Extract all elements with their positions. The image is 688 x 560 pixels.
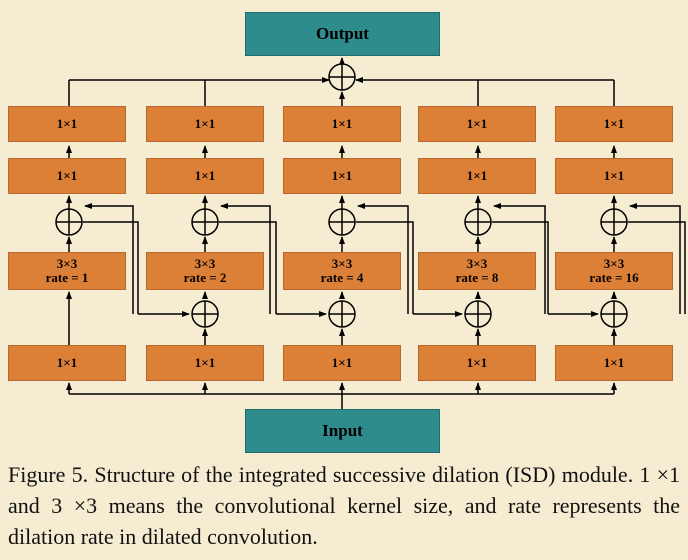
cascade-sum-icon [191,300,219,328]
block-label: 1×1 [331,168,353,183]
residual-connector [357,203,409,314]
residual-connector [492,221,549,314]
input-block: Input [245,409,440,453]
residual-connector [219,221,277,314]
output-label: Output [316,24,369,43]
kernel-size-label: 3×3 [194,256,216,271]
residual-sum-icon [55,208,83,236]
residual-connector [220,203,271,314]
cascade-sum-icon [600,300,628,328]
input-conv1x1-block: 1×1 [418,345,536,381]
residual-sum-icon [328,208,356,236]
mid-conv1x1-block: 1×1 [146,158,264,194]
block-label: 1×1 [466,116,488,131]
dilation-rate-label: rate = 1 [45,270,89,285]
block-label: 1×1 [603,116,625,131]
cascade-sum-icon [328,300,356,328]
block-label: 1×1 [56,168,78,183]
residual-connector [629,203,681,314]
input-conv1x1-block: 1×1 [555,345,673,381]
residual-connector [84,203,134,314]
input-conv1x1-block: 1×1 [283,345,401,381]
kernel-size-label: 3×3 [331,256,353,271]
mid-conv1x1-block: 1×1 [418,158,536,194]
block-label: 1×1 [603,355,625,370]
block-label: 1×1 [331,116,353,131]
top-conv1x1-block: 1×1 [8,106,126,142]
top-conv1x1-block: 1×1 [418,106,536,142]
input-conv1x1-block: 1×1 [146,345,264,381]
kernel-size-label: 3×3 [56,256,78,271]
block-label: 1×1 [56,116,78,131]
block-label: 1×1 [194,168,216,183]
output-sum-icon [328,63,356,91]
figure-caption: Figure 5. Structure of the integrated su… [8,462,680,549]
residual-connector [628,221,686,314]
block-label: 1×1 [466,168,488,183]
top-conv1x1-block: 1×1 [283,106,401,142]
connection-arrows [55,57,686,409]
block-label: 1×1 [194,355,216,370]
block-label: 1×1 [56,355,78,370]
dilation-rate-label: rate = 4 [320,270,364,285]
residual-sum-icon [191,208,219,236]
residual-sum-icon [464,208,492,236]
input-conv1x1-block: 1×1 [8,345,126,381]
top-conv1x1-block: 1×1 [555,106,673,142]
block-label: 1×1 [331,355,353,370]
block-label: 1×1 [194,116,216,131]
block-label: 1×1 [466,355,488,370]
input-label: Input [322,421,363,440]
dilation-rate-label: rate = 16 [589,270,639,285]
mid-conv1x1-block: 1×1 [8,158,126,194]
mid-conv1x1-block: 1×1 [283,158,401,194]
residual-connector [493,203,546,314]
residual-connector [356,221,414,314]
dilation-rate-label: rate = 8 [455,270,499,285]
kernel-size-label: 3×3 [603,256,625,271]
dilation-rate-label: rate = 2 [183,270,227,285]
residual-sum-icon [600,208,628,236]
top-conv1x1-block: 1×1 [146,106,264,142]
residual-connector [83,221,139,314]
cascade-sum-icon [464,300,492,328]
mid-conv1x1-block: 1×1 [555,158,673,194]
output-block: Output [245,12,440,56]
kernel-size-label: 3×3 [466,256,488,271]
block-label: 1×1 [603,168,625,183]
